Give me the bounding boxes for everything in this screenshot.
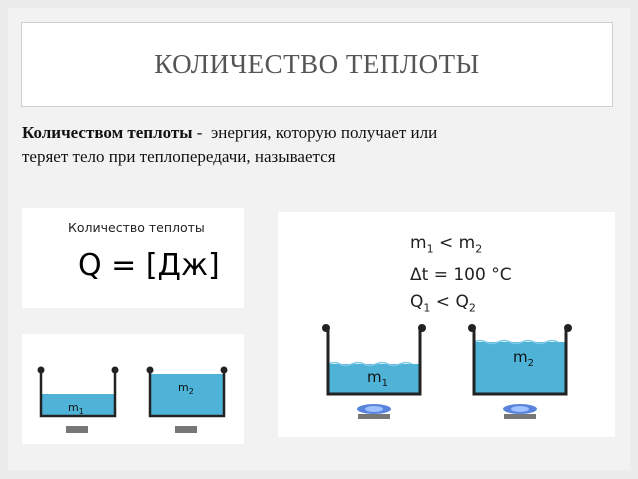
temperature-change: Δt = 100 °C — [410, 265, 512, 286]
small-vessels-card: m1 m2 — [22, 334, 244, 444]
water-fill-2 — [150, 374, 224, 416]
comparison-stats: m1 < m2 Δt = 100 °C Q1 < Q2 — [410, 230, 512, 322]
title-box: КОЛИЧЕСТВО ТЕПЛОТЫ — [21, 22, 613, 107]
vessel-label-1: m1 — [68, 401, 84, 416]
vessel-handle — [111, 366, 119, 374]
vessel-handle — [220, 366, 228, 374]
large-vessel-2: m2 — [468, 324, 572, 419]
definition-term: Количеством теплоты — [22, 123, 193, 142]
burner-icon — [66, 426, 88, 433]
water-surface — [473, 339, 559, 345]
vessel-label-2: m2 — [513, 348, 534, 369]
water-fill-1 — [328, 364, 420, 394]
definition-dash: - — [192, 123, 207, 142]
small-vessels-illustration: m1 m2 — [37, 366, 228, 433]
vessel-outline-1 — [326, 330, 422, 396]
slide-title: КОЛИЧЕСТВО ТЕПЛОТЫ — [154, 49, 480, 79]
water-fill-1 — [41, 394, 115, 416]
vessel-handle — [564, 324, 572, 332]
formula-card: Количество теплоты Q = [Дж] — [22, 208, 244, 308]
vessel-label-2: m2 — [178, 381, 194, 396]
vessel-handle — [37, 366, 45, 374]
gas-flame-icon — [357, 404, 391, 419]
vessel-handle — [322, 324, 330, 332]
water-fill-2 — [474, 342, 566, 394]
formula: Q = [Дж] — [78, 248, 220, 283]
burner-icon — [175, 426, 197, 433]
definition-line2: теряет тело при теплопередачи, называетс… — [22, 147, 336, 166]
heat-comparison: Q1 < Q2 — [410, 292, 476, 315]
comparison-panel: m1 < m2 Δt = 100 °C Q1 < Q2 m1 — [278, 212, 615, 437]
vessel-outline-2 — [148, 370, 226, 418]
gas-flame-icon — [503, 404, 537, 419]
small-vessel-2: m2 — [146, 366, 228, 433]
vessel-handle — [146, 366, 154, 374]
vessel-outline-2 — [472, 330, 568, 396]
small-vessel-1: m1 — [37, 366, 119, 433]
mass-comparison: m1 < m2 — [410, 233, 483, 256]
definition-paragraph: Количеством теплоты - энергия, которую п… — [22, 121, 582, 169]
vessel-handle — [418, 324, 426, 332]
vessel-label-1: m1 — [367, 368, 388, 389]
vessel-handle — [468, 324, 476, 332]
large-vessel-1: m1 — [322, 324, 426, 419]
water-surface — [327, 361, 413, 367]
formula-caption: Количество теплоты — [68, 220, 205, 235]
large-vessels-illustration: m1 m2 — [322, 324, 572, 419]
vessel-outline-1 — [39, 370, 117, 418]
definition-text: энергия, которую получает или — [210, 123, 438, 142]
